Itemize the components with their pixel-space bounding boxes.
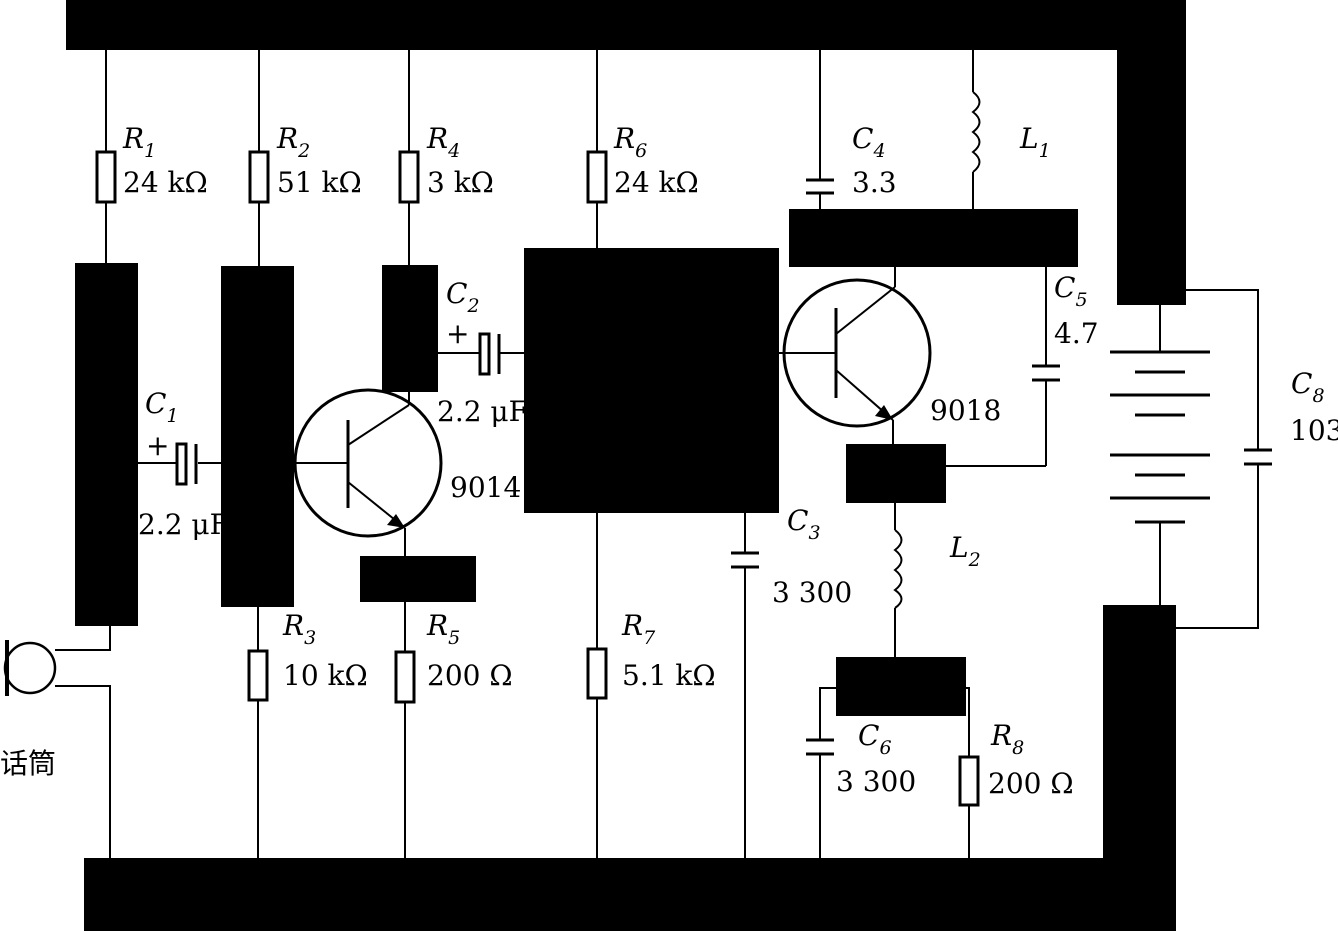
svg-text:5.1 kΩ: 5.1 kΩ [622,659,716,692]
svg-text:R7: R7 [621,609,656,649]
svg-text:3 300: 3 300 [772,576,852,609]
svg-text:3.3: 3.3 [852,166,897,199]
resistor-r1 [95,150,117,204]
inductor-l2 [893,529,903,609]
resistor-r7 [586,647,608,700]
svg-text:2.2 μF: 2.2 μF [437,395,528,428]
wires [55,50,1259,858]
svg-text:L2: L2 [949,531,981,571]
svg-text:C5: C5 [1054,271,1088,311]
capacitor-c2-plate [478,332,491,376]
svg-text:24 kΩ: 24 kΩ [123,166,208,199]
svg-text:4.7: 4.7 [1054,317,1099,350]
microphone-label: 话筒 [0,747,56,780]
top-rail [66,0,1186,50]
block-q1-emitter [360,556,476,602]
svg-text:10 kΩ: 10 kΩ [283,659,368,692]
svg-text:R5: R5 [426,609,460,649]
svg-text:2.2 μF: 2.2 μF [138,508,229,541]
svg-text:C6: C6 [858,719,892,759]
svg-text:R1: R1 [122,122,156,162]
resistor-r4 [398,150,420,204]
svg-text:C2: C2 [446,277,480,317]
svg-text:3 300: 3 300 [836,765,916,798]
svg-text:C3: C3 [787,504,821,544]
svg-text:+: + [146,429,169,462]
svg-text:C4: C4 [852,122,886,162]
block-q1-base [221,266,294,607]
svg-text:9014: 9014 [450,471,521,504]
block-q2-emitter [846,444,946,503]
svg-text:200 Ω: 200 Ω [427,659,513,692]
right-rail-top [1117,0,1186,305]
svg-text:+: + [446,317,469,350]
resistor-r5 [394,650,416,704]
block-tank [789,209,1078,267]
microphone-icon [3,640,57,696]
svg-text:103: 103 [1290,414,1338,447]
resistor-r8 [958,755,980,807]
ceramic-capacitors [731,178,1272,756]
block-center [524,248,779,513]
labels: R1 24 kΩ R2 51 kΩ R4 3 kΩ R6 24 kΩ C4 3.… [0,122,1338,800]
block-c6 [836,657,966,716]
svg-text:L1: L1 [1019,122,1051,162]
right-rail-bottom [1103,605,1176,931]
svg-text:3 kΩ: 3 kΩ [427,166,494,199]
svg-text:R3: R3 [282,609,316,649]
resistor-r2 [248,150,270,204]
svg-text:9018: 9018 [930,394,1001,427]
svg-text:C1: C1 [145,387,179,427]
block-q1-collector [382,265,438,392]
resistor-r3 [247,649,269,702]
inductor-l1 [971,91,981,173]
svg-text:R8: R8 [990,719,1024,759]
block-left [75,263,138,626]
battery [1110,350,1210,524]
svg-text:R6: R6 [613,122,647,162]
resistor-r6 [586,150,608,204]
svg-text:24 kΩ: 24 kΩ [614,166,699,199]
inductors [893,91,981,609]
svg-text:R2: R2 [276,122,310,162]
electrolytic-capacitors [175,332,501,486]
transistor-q1 [293,388,443,538]
svg-text:R4: R4 [426,122,460,162]
svg-text:C8: C8 [1291,367,1325,407]
svg-text:200 Ω: 200 Ω [988,767,1074,800]
transistor-q2 [782,278,932,428]
bottom-rail [84,858,1176,931]
svg-text:51 kΩ: 51 kΩ [277,166,362,199]
resistors [95,150,980,807]
capacitor-c1-plate [175,442,188,486]
